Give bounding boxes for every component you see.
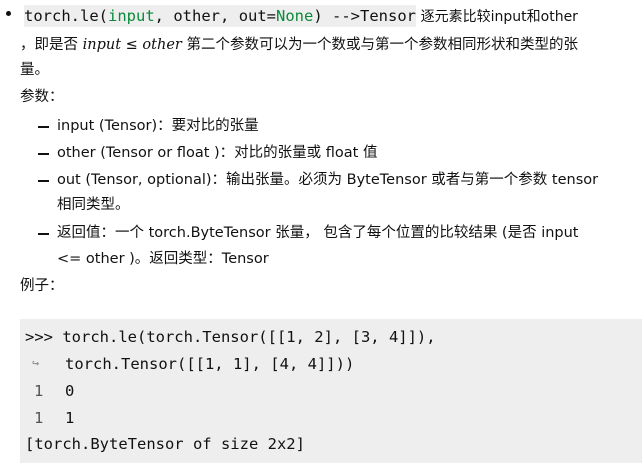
param-return-line-2: <= other )。返回类型：Tensor bbox=[57, 251, 269, 267]
params-heading: 参数： bbox=[20, 89, 64, 105]
signature-fn: torch.le( bbox=[24, 7, 108, 25]
signature-sep: , bbox=[154, 7, 174, 25]
desc-text: other bbox=[540, 9, 578, 25]
signature-param-other: other bbox=[173, 7, 221, 25]
desc-text: 和 bbox=[526, 9, 541, 25]
signature-bullet bbox=[6, 11, 11, 16]
param-dash bbox=[38, 233, 49, 235]
math-other: other bbox=[142, 37, 182, 53]
math-input: input bbox=[82, 37, 122, 53]
math-le: ≤ bbox=[125, 37, 138, 53]
output-row-value: 1 bbox=[65, 409, 75, 427]
param-dash bbox=[38, 153, 49, 155]
output-footer: [torch.ByteTensor of size 2x2] bbox=[25, 435, 305, 453]
param-other: other (Tensor or float )：对比的张量或 float 值 bbox=[57, 145, 378, 161]
desc-text: 第二个参数可以为一个数或与第一个参数相同形状和类型的张 bbox=[186, 37, 578, 53]
signature-desc: 逐元素比较input和other bbox=[421, 9, 578, 25]
signature-return-type: Tensor bbox=[360, 7, 417, 25]
desc-text: 逐元素比较 bbox=[420, 9, 491, 25]
example-heading: 例子： bbox=[20, 278, 64, 294]
signature-line: torch.le(input, other, out=None) -->Tens… bbox=[24, 4, 578, 28]
output-row-number: 1 bbox=[34, 382, 44, 400]
param-out: out (Tensor, optional)：输出张量。必须为 ByteTens… bbox=[57, 172, 599, 188]
param-return: 返回值：一个 torch.ByteTensor 张量， 包含了每个位置的比较结果… bbox=[57, 225, 579, 241]
signature-param-out: out= bbox=[238, 7, 277, 25]
desc-text: ，即是否 bbox=[20, 37, 78, 53]
code-block: >>> torch.le(torch.Tensor([[1, 2], [3, 4… bbox=[20, 319, 642, 463]
output-row-value: 0 bbox=[65, 382, 75, 400]
signature-param-out-default: None bbox=[276, 7, 314, 25]
param-input: input (Tensor)：要对比的张量 bbox=[57, 118, 259, 134]
signature-sep: , bbox=[220, 7, 239, 25]
output-row-number: 1 bbox=[34, 409, 44, 427]
signature-code: torch.le(input, other, out=None) -->Tens… bbox=[24, 5, 417, 27]
description-line-2: ，即是否 input ≤ other 第二个参数可以为一个数或与第一个参数相同形… bbox=[20, 34, 578, 56]
param-dash bbox=[38, 180, 49, 182]
param-dash bbox=[38, 126, 49, 128]
code-line-2: torch.Tensor([[1, 1], [4, 4]])) bbox=[65, 355, 355, 373]
param-out-line-2: 相同类型。 bbox=[57, 197, 130, 213]
description-line-3: 量。 bbox=[20, 62, 49, 78]
continuation-arrow-icon: ↪ bbox=[32, 356, 40, 370]
code-line-1: >>> torch.le(torch.Tensor([[1, 2], [3, 4… bbox=[25, 328, 436, 346]
signature-close: ) --> bbox=[313, 7, 361, 25]
desc-text: input bbox=[490, 9, 527, 25]
signature-param-input: input bbox=[108, 7, 155, 25]
